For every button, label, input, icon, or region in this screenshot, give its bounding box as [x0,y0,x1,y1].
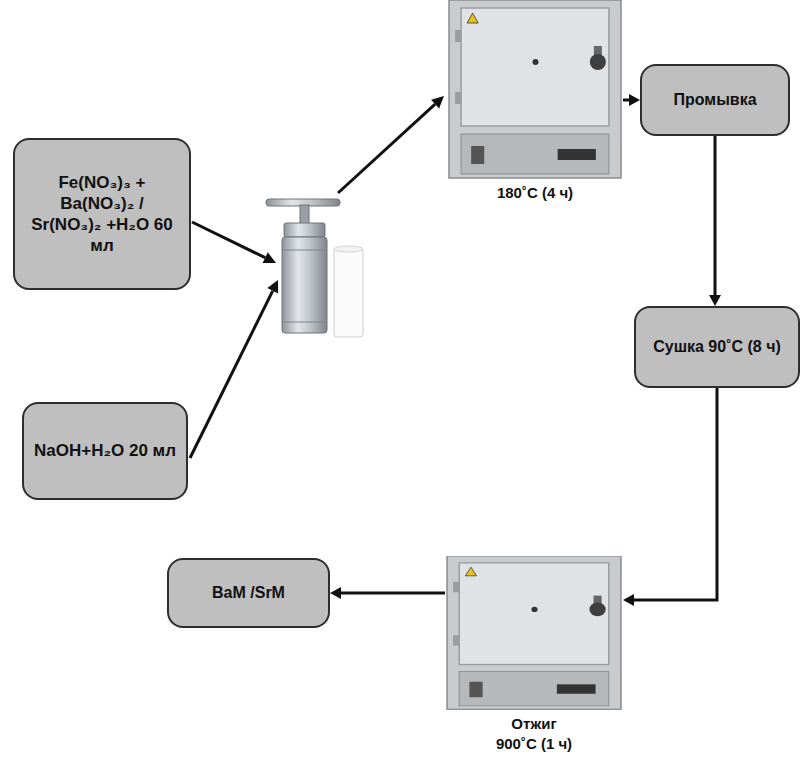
furnace-illustration [445,556,623,711]
autoclave-body [282,237,327,333]
warning-sign [467,13,478,23]
arrow-line [192,222,265,258]
process-box: BaM /SrM [167,558,330,628]
autoclave-screw [300,205,309,224]
arrow-line [341,592,445,595]
flow-arrow [330,587,445,599]
box-label: Сушка 90˚C (8 ч) [653,337,781,357]
control-panel [459,671,609,705]
furnace-node: Отжиг 900˚C (1 ч) [445,556,623,753]
control-panel [461,134,609,174]
box-label: BaM /SrM [212,583,285,603]
autoclave-cap [284,223,325,237]
arrow-head [623,594,634,606]
autoclave-band [282,322,327,323]
box-label: NaOH+H₂O 20 мл [34,440,176,461]
ptfe-liner [334,248,363,337]
arrow-head [263,252,276,263]
warning-sign [465,567,476,576]
door-dot [532,59,538,65]
arrow-line [634,388,717,600]
box-label: Fe(NO₃)₃ + Ba(NO₃)₂ / Sr(NO₃)₂ +H₂O 60 м… [23,172,181,257]
door-knob [590,54,606,70]
ptfe-liner-top [334,246,363,252]
arrow-line [714,136,717,295]
arrow-head [629,94,640,106]
process-box: NaOH+H₂O 20 мл [22,402,188,500]
flow-arrow [709,136,721,306]
arrow-line [623,99,629,102]
box-label: Промывка [673,90,756,110]
process-box: Сушка 90˚C (8 ч) [634,306,800,388]
furnace-casing [449,0,621,178]
flow-arrow [623,388,717,606]
furnace-casing [447,556,621,709]
furnace-door [461,8,609,126]
furnace-caption: Отжиг 900˚C (1 ч) [490,714,578,753]
furnace-hinge [453,635,459,645]
display [557,684,596,693]
arrow-head [431,96,444,109]
power-switch [471,146,484,164]
process-box: Промывка [640,64,790,136]
arrow-head [330,587,341,599]
arrow-head [709,295,721,306]
autoclave-band [282,250,327,251]
door-knob [589,603,605,617]
power-switch [469,682,482,698]
arrow-line [338,104,435,193]
furnace-hinge [455,92,461,104]
door-dot [531,607,537,612]
arrow-head [267,280,278,294]
flow-arrow [623,94,640,106]
furnace-hinge [455,30,461,42]
furnace-caption: 180˚C (4 ч) [447,183,623,203]
display [558,149,596,160]
furnace-node: 180˚C (4 ч) [447,0,623,203]
autoclave-illustration [266,199,363,337]
process-box: Fe(NO₃)₃ + Ba(NO₃)₂ / Sr(NO₃)₂ +H₂O 60 м… [13,138,191,290]
furnace-hinge [453,582,459,592]
furnace-door [459,563,609,665]
furnace-illustration [447,0,623,180]
arrow-line [190,291,273,458]
flow-arrows [190,96,444,458]
